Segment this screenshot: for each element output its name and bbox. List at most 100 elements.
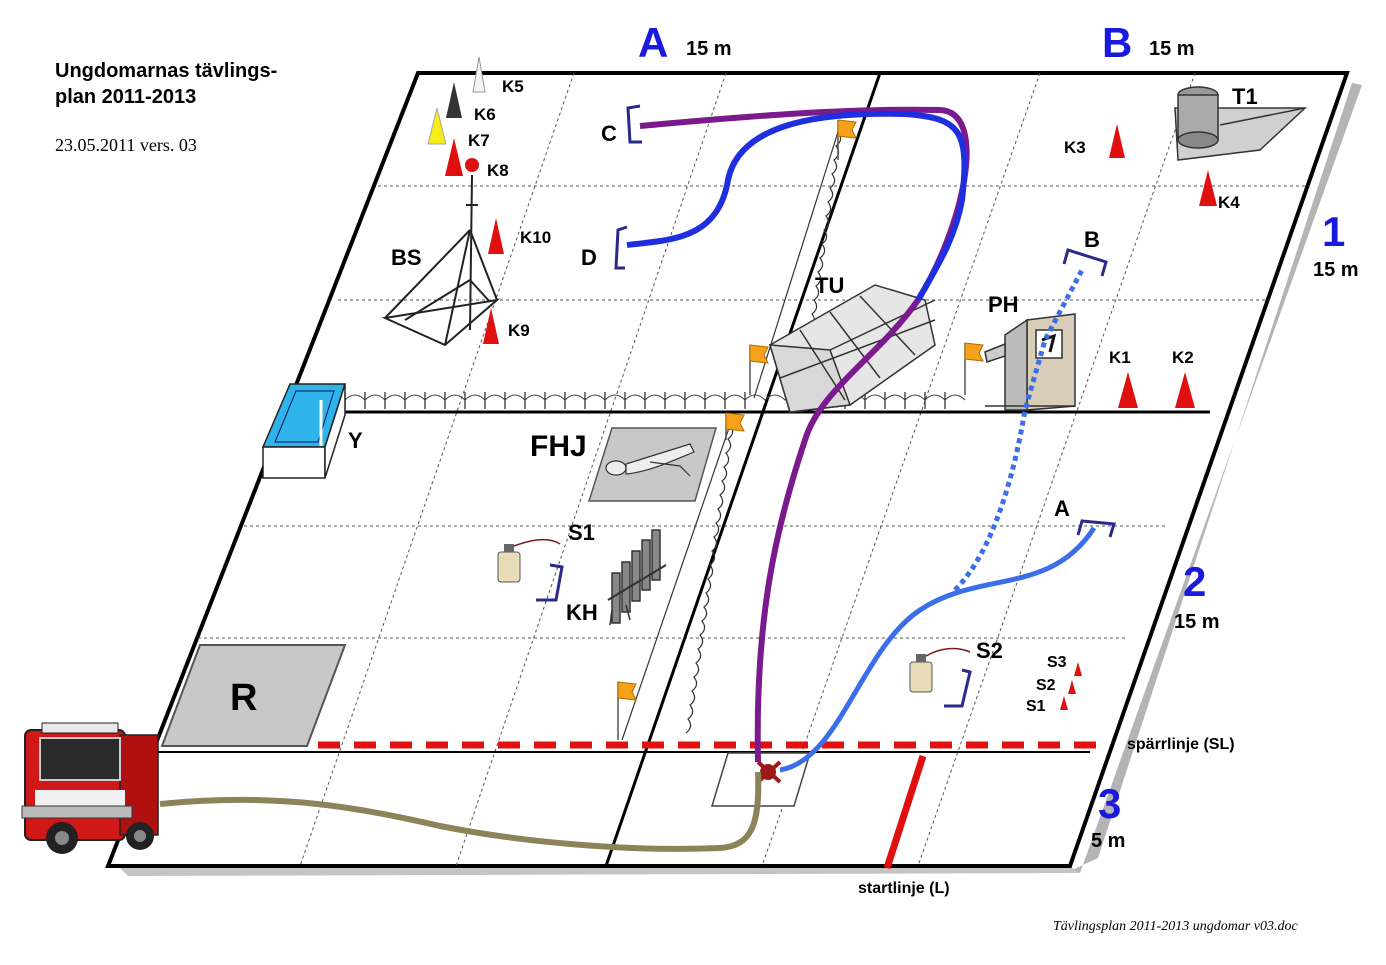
cone-icon: [1109, 124, 1125, 158]
grid-col-line: [761, 72, 1041, 867]
cone-icon: [445, 138, 463, 176]
extinguisher-s1-label: S1: [568, 520, 595, 545]
area-r-label: R: [230, 677, 257, 719]
cone-icon: [1199, 170, 1217, 206]
marker-ball-icon: [465, 158, 479, 172]
fence-diagonal-lower: [621, 424, 734, 741]
fire-truck-icon: [21, 722, 159, 854]
target-c-label: C: [601, 121, 617, 146]
cone-icon: [483, 308, 499, 344]
cone-k9-label: K9: [508, 321, 530, 340]
cone-k6-label: K6: [474, 105, 496, 124]
cone-k7-label: K7: [468, 131, 490, 150]
field-shadow: [1070, 83, 1362, 873]
row-3-number: 3: [1098, 780, 1121, 827]
grid-rows: [198, 185, 1310, 639]
target-b-bracket: [1062, 248, 1108, 277]
start-line-label: startlinje (L): [858, 880, 950, 897]
start-line: [883, 754, 927, 870]
grid-col-line: [917, 72, 1196, 867]
field-shadow-bottom: [118, 866, 1080, 876]
hurdle-icon: [607, 529, 667, 626]
column-a-width: 15 m: [686, 38, 732, 60]
small-cone-s1-label: S1: [1026, 698, 1046, 715]
cone-icon: [427, 107, 447, 145]
extinguisher-icon: [497, 538, 561, 583]
plan-title-line1: Ungdomarnas tävlings-: [55, 60, 278, 82]
extinguisher-s2-label: S2: [976, 638, 1003, 663]
water-tank-icon: [261, 383, 347, 479]
tank-trailer-icon: [1174, 86, 1307, 161]
wall-icon: [984, 313, 1076, 411]
cone-icon: [472, 56, 486, 93]
cone-icon: [1118, 372, 1138, 408]
station-ph-label: PH: [988, 292, 1019, 317]
cone-k5-label: K5: [502, 77, 524, 96]
plan-title-line2: plan 2011-2013: [55, 86, 197, 108]
first-aid-dummy-icon: [605, 443, 695, 477]
barrier-line-label: spärrlinje (SL): [1127, 736, 1235, 753]
target-a-bracket: [1076, 519, 1116, 538]
grid-col-line: [455, 72, 727, 867]
cone-k10-label: K10: [520, 228, 551, 247]
supply-hose: [159, 771, 762, 852]
station-kh-label: KH: [566, 600, 598, 625]
cone-k8-label: K8: [487, 161, 509, 180]
extinguisher-icon: [909, 647, 971, 693]
area-r: [160, 644, 347, 747]
hose-line-a: [779, 526, 1097, 773]
document-footer: Tävlingsplan 2011-2013 ungdomar v03.doc: [1053, 919, 1298, 934]
flag-icon: [725, 412, 745, 440]
cone-k3-label: K3: [1064, 138, 1086, 157]
small-cone-icon: [1074, 662, 1082, 676]
cone-icon: [446, 82, 462, 118]
column-b-letter: B: [1102, 19, 1132, 66]
cone-icon: [488, 218, 504, 254]
hose-target-brackets: [536, 104, 1116, 708]
target-s2-bracket: [944, 668, 972, 708]
target-c-bracket: [626, 104, 642, 144]
target-d-label: D: [581, 245, 597, 270]
station-tu-label: TU: [815, 273, 844, 298]
cone-k4-label: K4: [1218, 193, 1240, 212]
flag-icon: [617, 681, 637, 740]
flag-icon: [837, 119, 857, 160]
station-t1-label: T1: [1232, 84, 1258, 109]
row-3-depth: 5 m: [1091, 830, 1125, 852]
tripod-icon: [381, 174, 501, 347]
small-cone-s3-label: S3: [1047, 654, 1067, 671]
plan-version: 23.05.2011 vers. 03: [55, 135, 197, 155]
cone-icon: [1175, 372, 1195, 408]
column-a-letter: A: [638, 19, 668, 66]
row-1-depth: 15 m: [1313, 259, 1359, 281]
cone-k2-label: K2: [1172, 348, 1194, 367]
grid-col-line: [299, 72, 575, 867]
fence-row1: [344, 394, 966, 401]
grid-columns: [299, 72, 1196, 867]
station-fhj-label: FHJ: [530, 430, 587, 463]
flag-icon: [964, 342, 984, 395]
small-cone-icon: [1068, 680, 1076, 694]
target-d-bracket: [614, 225, 628, 270]
fence-posts-row1: [344, 392, 946, 409]
target-b-label: B: [1084, 227, 1100, 252]
small-cone-s2-label: S2: [1036, 677, 1056, 694]
target-a-label: A: [1054, 496, 1070, 521]
hose-line-d: [626, 110, 968, 302]
target-s1-bracket: [536, 563, 564, 602]
center-line: [604, 72, 882, 867]
station-bs-label: BS: [391, 245, 422, 270]
small-cone-icon: [1060, 696, 1068, 710]
row-2-depth: 15 m: [1174, 611, 1220, 633]
flag-icon: [749, 344, 769, 395]
station-y-label: Y: [348, 428, 363, 453]
column-b-width: 15 m: [1149, 38, 1195, 60]
hose-coupling-icon: [756, 760, 782, 784]
row-1-number: 1: [1322, 208, 1345, 255]
playing-field: [105, 71, 1350, 868]
cone-k1-label: K1: [1109, 348, 1131, 367]
row-2-number: 2: [1183, 558, 1206, 605]
hose-line-b: [953, 268, 1085, 592]
